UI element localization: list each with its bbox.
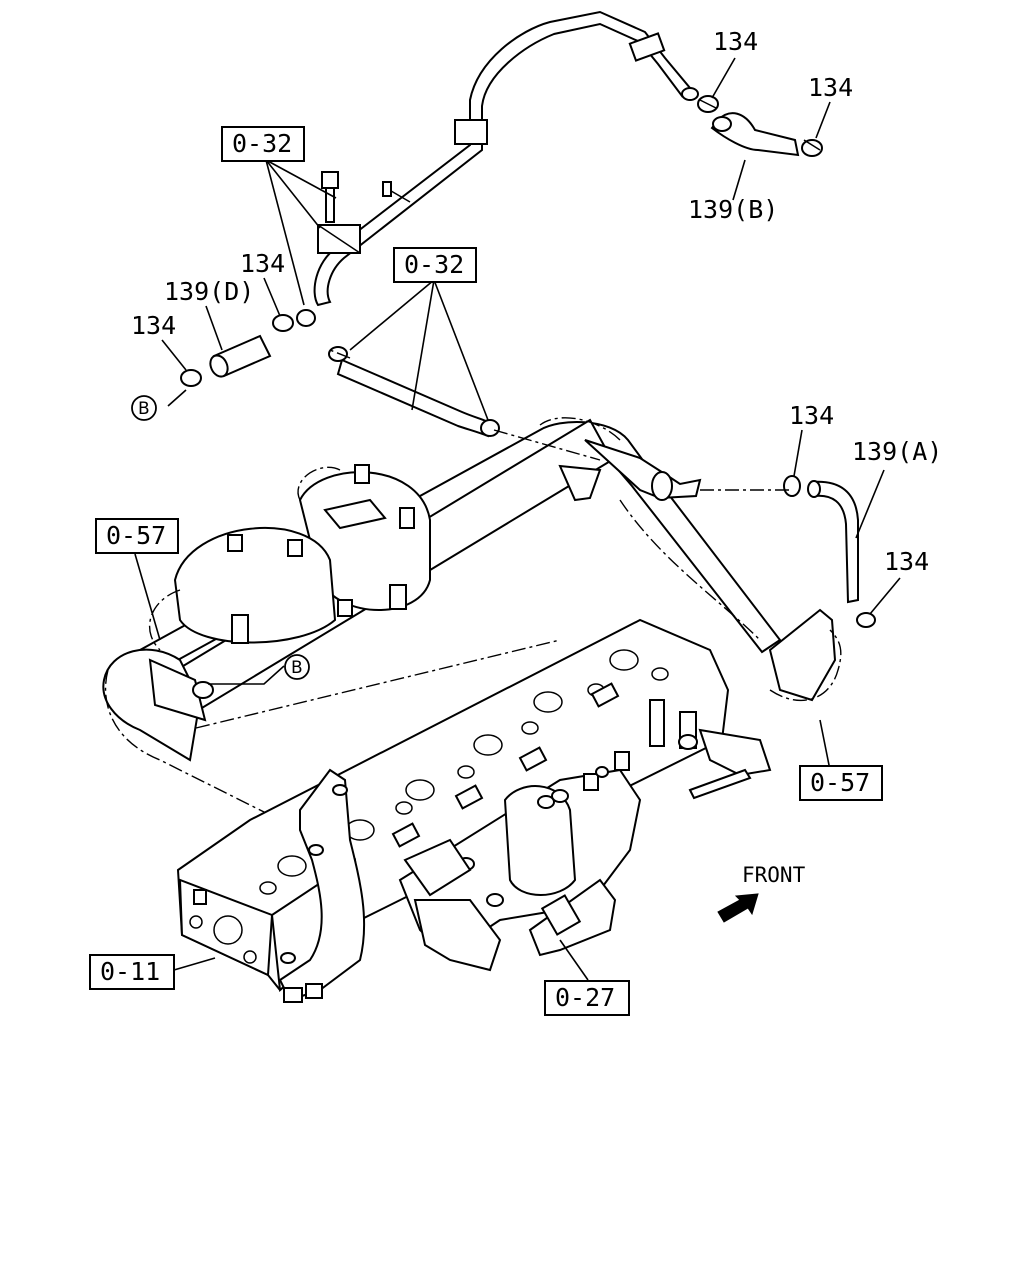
mid-hose: [328, 346, 500, 438]
clamp-134-icon: [697, 95, 719, 113]
hose-139d: [209, 334, 272, 378]
svg-text:134: 134: [808, 73, 853, 102]
svg-text:139(A): 139(A): [852, 437, 942, 466]
ref-box-0-57-right[interactable]: 0-57: [799, 765, 883, 801]
hose-139a: [807, 480, 859, 604]
ref-box-0-57-left[interactable]: 0-57: [95, 518, 179, 554]
clamp-134-icon: [856, 612, 876, 628]
svg-text:0-27: 0-27: [555, 983, 615, 1012]
marker-b-mid: B: [284, 654, 310, 680]
water-outlet-pipe: [102, 418, 837, 762]
svg-text:0-32: 0-32: [404, 250, 464, 279]
svg-text:134: 134: [884, 547, 929, 576]
svg-text:0-32: 0-32: [232, 129, 292, 158]
svg-text:0-57: 0-57: [810, 768, 870, 797]
ref-box-0-32-mid[interactable]: 0-32: [393, 247, 477, 283]
label-134-c: 134: [240, 249, 285, 278]
svg-text:134: 134: [240, 249, 285, 278]
svg-text:FRONT: FRONT: [742, 863, 806, 887]
label-134-d: 134: [131, 311, 176, 340]
label-134-e: 134: [789, 401, 834, 430]
label-139a: 139(A): [852, 437, 942, 466]
svg-text:B: B: [138, 399, 150, 419]
svg-text:134: 134: [713, 27, 758, 56]
label-139d: 139(D): [164, 277, 254, 306]
label-134-f: 134: [884, 547, 929, 576]
label-139b: 139(B): [688, 195, 778, 224]
clamp-134-icon: [783, 475, 801, 497]
leader-lines: [134, 57, 901, 981]
upper-water-pipe: [296, 10, 699, 327]
front-indicator: FRONT: [717, 863, 806, 923]
svg-text:134: 134: [131, 311, 176, 340]
svg-text:134: 134: [789, 401, 834, 430]
clamp-134-icon: [180, 369, 202, 387]
phantom-outlines: [104, 349, 842, 831]
marker-b-left: B: [131, 395, 157, 421]
label-134-a: 134: [713, 27, 758, 56]
front-arrow-icon: [717, 893, 759, 923]
svg-text:139(D): 139(D): [164, 277, 254, 306]
svg-text:0-57: 0-57: [106, 521, 166, 550]
svg-text:139(B): 139(B): [688, 195, 778, 224]
svg-text:B: B: [291, 658, 303, 678]
cylinder-head: [176, 618, 772, 993]
hose-139b: [710, 112, 800, 157]
svg-text:0-11: 0-11: [100, 957, 160, 986]
manifold-assembly: [398, 751, 642, 972]
ref-box-0-27[interactable]: 0-27: [544, 980, 630, 1016]
clamp-134-icon: [272, 314, 294, 332]
clamp-134-icon: [801, 139, 823, 157]
ref-box-0-11[interactable]: 0-11: [89, 954, 175, 990]
water-pipe-lower-left: [278, 768, 366, 1003]
label-134-b: 134: [808, 73, 853, 102]
ref-box-0-32-top[interactable]: 0-32: [221, 126, 305, 162]
